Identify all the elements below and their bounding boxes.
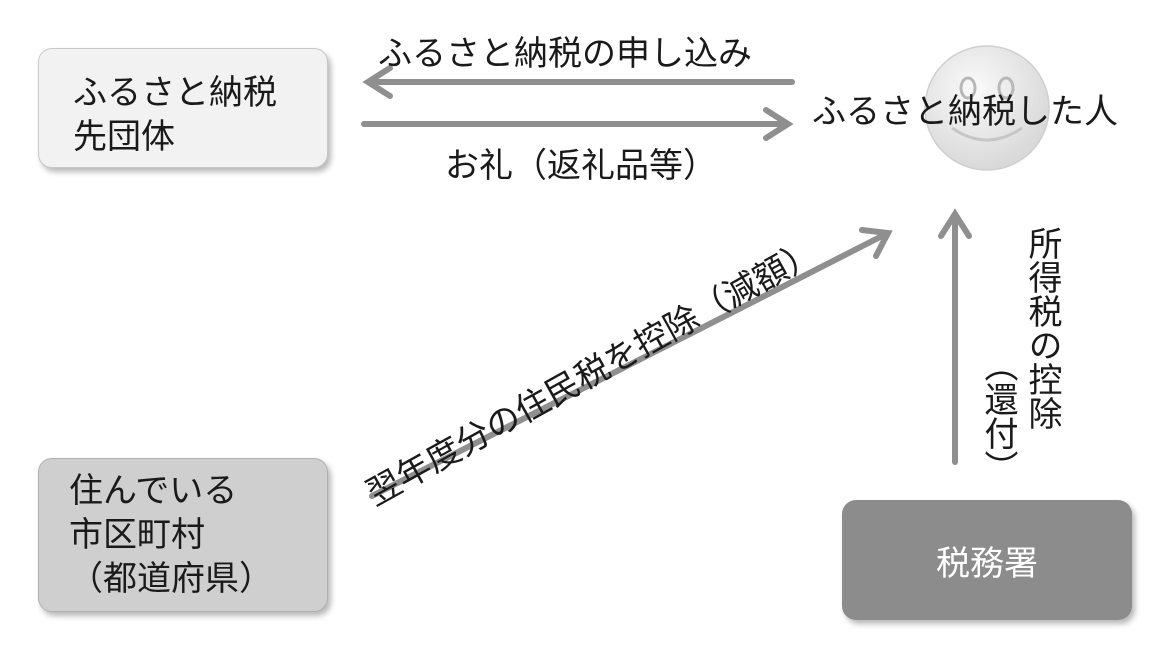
arrow-resident-tax: [369, 227, 893, 499]
smiley-face-icon: [924, 45, 1050, 171]
person-label: ふるさと納税した人: [812, 92, 1118, 132]
income-tax-label: 所得税の控除: [1022, 226, 1062, 430]
furusato-destination-box: ふるさと納税 先団体: [38, 48, 328, 168]
arrow-gift: [361, 107, 794, 141]
municipality-line-2: 市区町村: [69, 515, 205, 555]
municipality-line-1: 住んでいる: [69, 471, 238, 511]
tax-office-label: 税務署: [936, 543, 1038, 584]
income-tax-refund-label: （還付）: [978, 348, 1018, 484]
furusato-destination-line-2: 先団体: [73, 117, 175, 157]
arrow-application: [362, 65, 795, 99]
municipality-line-3: （都道府県）: [69, 559, 273, 599]
tax-office-box: 税務署: [842, 500, 1132, 620]
application-label: ふるさと納税の申し込み: [378, 34, 752, 74]
municipality-box: 住んでいる 市区町村 （都道府県）: [38, 458, 328, 612]
furusato-destination-line-1: ふるさと納税: [73, 73, 277, 113]
gift-label: お礼（返礼品等）: [445, 146, 717, 186]
arrow-income-tax: [938, 208, 972, 465]
